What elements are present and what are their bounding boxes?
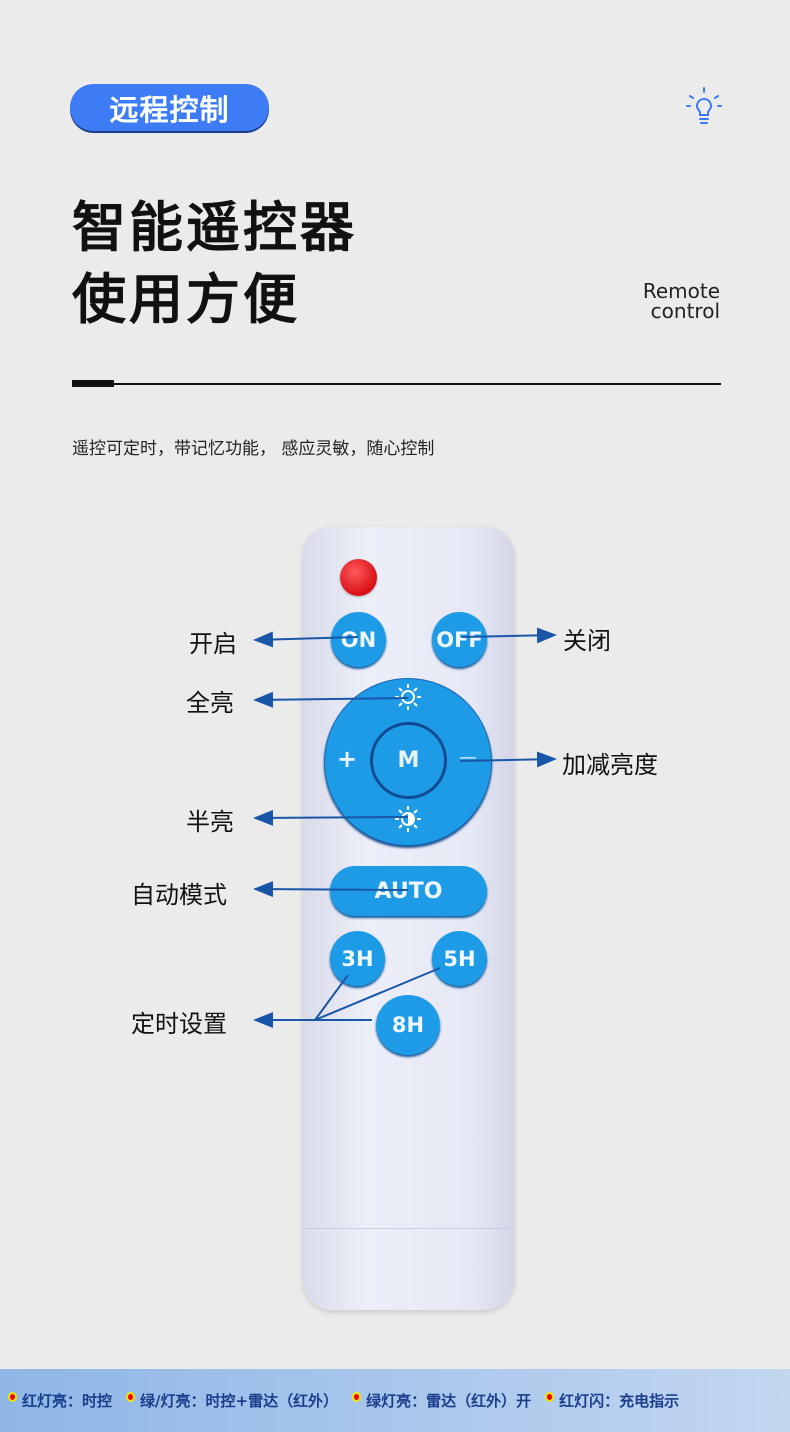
legend-item: 红灯亮：时控 [8,1390,112,1411]
english-subtitle: Remote control [643,281,720,321]
subtitle-line1: Remote [642,279,720,303]
minus-button[interactable]: — [459,747,477,768]
legend-text: 红灯闪：充电指示 [559,1392,680,1410]
timer-8h-button[interactable]: 8H [376,995,440,1055]
section-badge: 远程控制 [70,84,269,131]
divider [72,383,721,385]
mode-button[interactable]: M [370,722,447,799]
headline-line2: 使用方便 [72,268,300,331]
led-dot-icon [545,1391,555,1402]
on-button[interactable]: ON [331,612,386,667]
label-dim: 加减亮度 [562,751,658,779]
label-off: 关闭 [563,627,611,655]
label-auto: 自动模式 [131,881,227,909]
timer-5h-button[interactable]: 5H [432,931,487,986]
indicator-led [340,559,377,596]
headline-line1: 智能遥控器 [72,196,357,259]
led-dot-icon [126,1391,136,1402]
lightbulb-icon [686,87,722,124]
label-on: 开启 [189,630,237,658]
legend-text: 绿灯亮：雷达（红外）开 [366,1392,532,1410]
off-button[interactable]: OFF [432,612,487,667]
description: 遥控可定时，带记忆功能， 感应灵敏，随心控制 [72,439,435,459]
label-timer: 定时设置 [131,1010,227,1038]
legend-bar: 红灯亮：时控 绿/灯亮：时控+雷达（红外） 绿灯亮：雷达（红外）开 红灯闪：充电… [0,1369,790,1432]
auto-button[interactable]: AUTO [330,866,487,916]
led-dot-icon [352,1391,362,1402]
label-half: 半亮 [186,808,234,836]
legend-item: 绿/灯亮：时控+雷达（红外） [126,1390,338,1411]
legend-text: 红灯亮：时控 [22,1392,113,1410]
led-dot-icon [8,1391,17,1402]
legend-item: 绿灯亮：雷达（红外）开 [352,1390,531,1411]
legend-text: 绿/灯亮：时控+雷达（红外） [140,1392,339,1410]
label-full: 全亮 [186,689,234,717]
remote-seam [305,1228,512,1229]
subtitle-line2: control [650,299,720,323]
legend-item: 红灯闪：充电指示 [545,1390,679,1411]
timer-3h-button[interactable]: 3H [330,931,385,986]
divider-accent [72,380,114,387]
plus-button[interactable]: + [337,745,358,773]
half-bright-sun-icon[interactable] [394,805,422,833]
full-bright-sun-icon[interactable] [394,683,422,711]
